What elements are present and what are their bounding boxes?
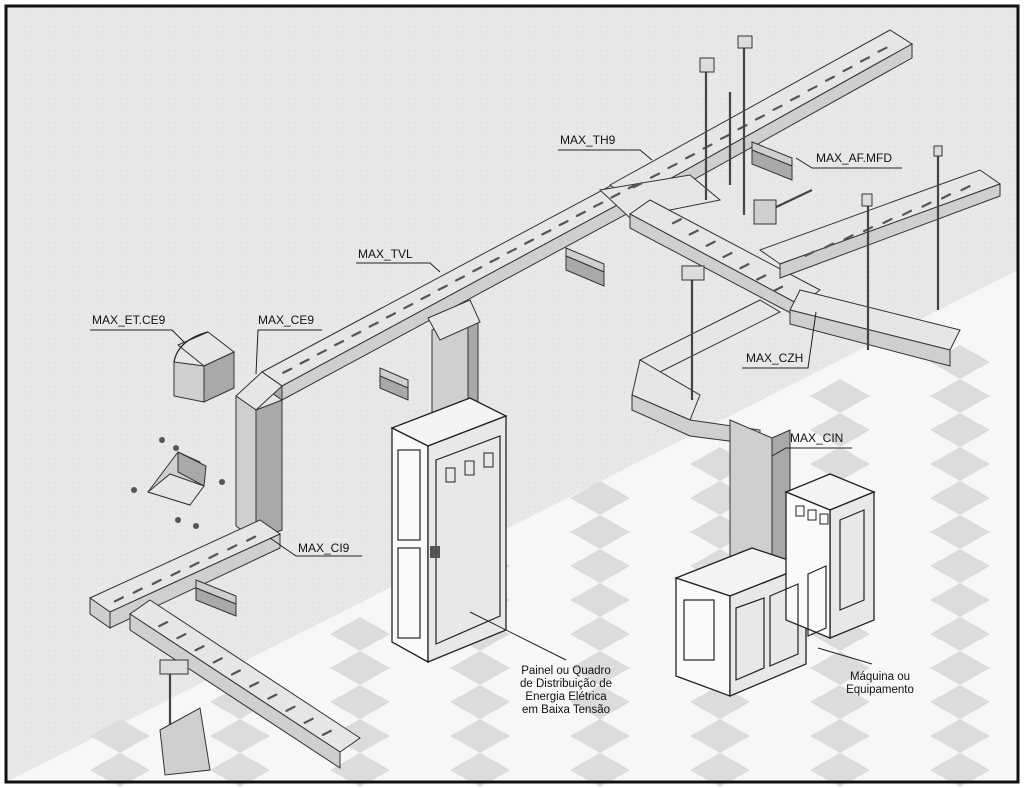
label-max-tvl: MAX_TVL bbox=[356, 247, 441, 273]
label-max-af-mfd: MAX_AF.MFD bbox=[795, 151, 902, 169]
svg-text:em Baixa Tensão: em Baixa Tensão bbox=[522, 704, 610, 716]
svg-text:MAX_CI9: MAX_CI9 bbox=[298, 541, 350, 555]
svg-text:MAX_ET.CE9: MAX_ET.CE9 bbox=[92, 313, 166, 327]
svg-text:MAX_AF.MFD: MAX_AF.MFD bbox=[816, 151, 892, 165]
label-maquina: Máquina ou Equipamento bbox=[817, 647, 914, 696]
label-max-ci9: MAX_CI9 bbox=[269, 537, 362, 557]
label-max-et-ce9: MAX_ET.CE9 bbox=[90, 313, 185, 343]
svg-text:MAX_TH9: MAX_TH9 bbox=[560, 133, 616, 147]
machine-equipment bbox=[674, 473, 876, 697]
svg-text:Máquina ou: Máquina ou bbox=[850, 671, 910, 683]
frame-border bbox=[4, 4, 1020, 784]
electrical-panel bbox=[390, 397, 508, 664]
label-max-czh: MAX_CZH bbox=[742, 311, 817, 369]
internal-curve-part bbox=[131, 437, 225, 529]
label-painel: Painel ou Quadro de Distribuição de Ener… bbox=[469, 611, 612, 716]
svg-text:MAX_CE9: MAX_CE9 bbox=[258, 313, 314, 327]
svg-text:Energia Elétrica: Energia Elétrica bbox=[525, 691, 607, 703]
label-max-th9: MAX_TH9 bbox=[558, 133, 653, 161]
svg-text:MAX_TVL: MAX_TVL bbox=[358, 247, 413, 261]
curve-cover-part bbox=[173, 331, 235, 403]
svg-text:de Distribuição de: de Distribuição de bbox=[520, 678, 612, 690]
svg-text:MAX_CIN: MAX_CIN bbox=[790, 431, 843, 445]
label-max-cin: MAX_CIN bbox=[771, 431, 852, 457]
svg-text:MAX_CZH: MAX_CZH bbox=[746, 351, 803, 365]
svg-text:Painel ou Quadro: Painel ou Quadro bbox=[521, 665, 611, 677]
svg-text:Equipamento: Equipamento bbox=[846, 684, 914, 696]
label-max-ce9: MAX_CE9 bbox=[255, 313, 322, 375]
